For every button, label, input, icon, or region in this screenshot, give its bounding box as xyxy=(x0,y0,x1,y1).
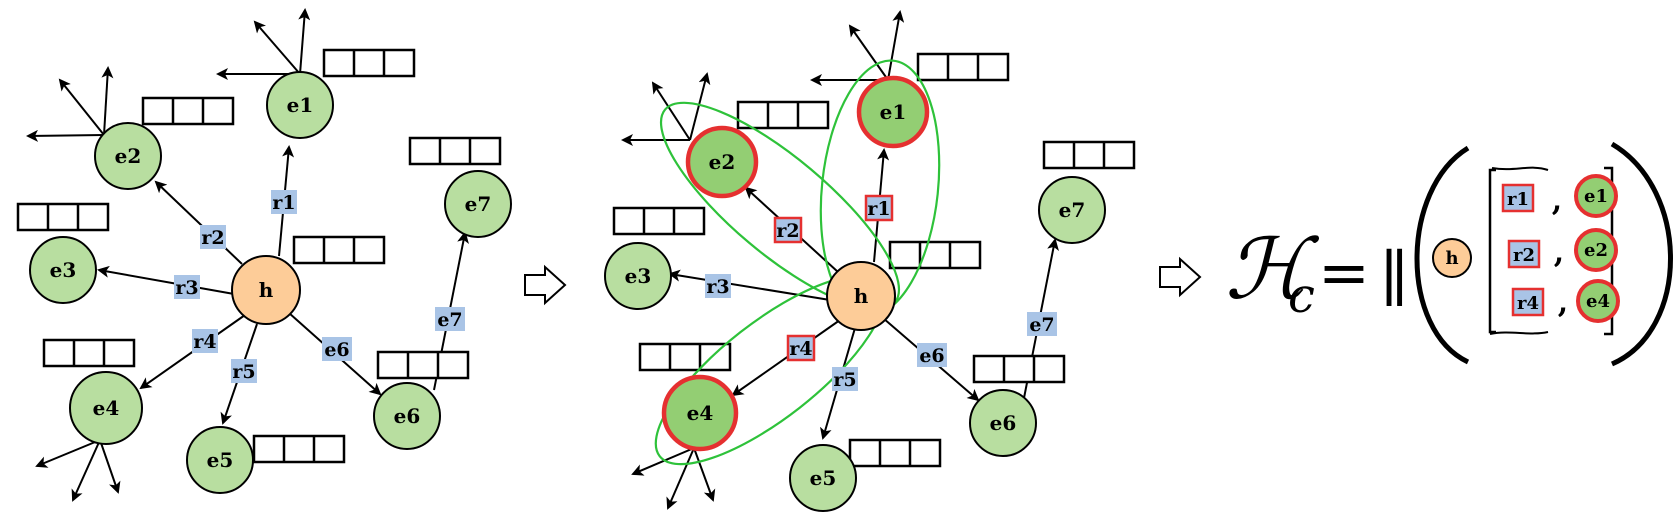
svg-text:r4: r4 xyxy=(789,338,812,360)
entity-node-e6 xyxy=(969,389,1037,457)
entity-node-e1-selected xyxy=(856,75,930,149)
svg-text:r5: r5 xyxy=(232,361,255,383)
relation-label-r2-selected: r2 xyxy=(773,216,803,244)
formula-subscript: c xyxy=(1288,268,1315,324)
relation-label-r4-selected: r4 xyxy=(786,334,816,362)
svg-text:r2: r2 xyxy=(201,227,224,249)
svg-text:r1: r1 xyxy=(272,192,295,214)
tuple-row-2: r2 , e2 xyxy=(1507,228,1618,272)
svg-text:e6: e6 xyxy=(324,339,349,361)
entity-label-e5: e5 xyxy=(810,466,837,490)
entity-label-e5: e5 xyxy=(207,448,234,472)
entity-node-e1 xyxy=(266,71,334,139)
entity-node-e7 xyxy=(1038,176,1106,244)
relation-label-r1: r1 xyxy=(271,190,297,214)
entity-label-e2: e2 xyxy=(115,144,142,168)
head-node-h xyxy=(231,255,301,325)
entity-node-e4-selected xyxy=(661,374,739,452)
head-label-h: h xyxy=(259,278,274,302)
relation-label-r5: r5 xyxy=(832,367,858,391)
entity-label-e6: e6 xyxy=(990,411,1017,435)
entity-label-e1: e1 xyxy=(880,100,907,124)
svg-text:e4: e4 xyxy=(1586,291,1610,312)
left-paren xyxy=(1414,145,1470,365)
entity-node-e2 xyxy=(94,122,162,190)
entity-node-e3 xyxy=(29,236,97,304)
svg-text:r4: r4 xyxy=(1517,293,1539,314)
svg-text:r2: r2 xyxy=(776,220,799,242)
entity-label-e3: e3 xyxy=(50,258,77,282)
relation-label-r4: r4 xyxy=(192,329,218,353)
relation-label-r1-selected: r1 xyxy=(864,194,894,222)
entity-label-e2: e2 xyxy=(709,150,736,174)
svg-text:,: , xyxy=(1554,235,1564,270)
right-paren xyxy=(1610,141,1673,367)
svg-text:e7: e7 xyxy=(1029,314,1054,336)
svg-text:,: , xyxy=(1552,183,1562,218)
entity-label-e7: e7 xyxy=(465,192,492,216)
svg-text:r1: r1 xyxy=(1507,189,1529,210)
relation-label-r2: r2 xyxy=(200,225,226,249)
relation-label-e6: e6 xyxy=(917,343,947,367)
entity-node-e7 xyxy=(444,170,512,238)
entity-label-e3: e3 xyxy=(625,264,652,288)
panel-original-graph: r1 r2 r3 r4 r5 e6 e7 xyxy=(16,8,512,502)
head-label-h: h xyxy=(854,284,869,308)
entity-node-e5 xyxy=(789,444,857,512)
entity-node-e4 xyxy=(69,371,143,445)
formula-symbol: ℋ xyxy=(1225,220,1320,318)
panel-selected-graph: r1 r2 r3 r4 r5 e6 e7 xyxy=(604,10,1136,512)
relation-label-e7: e7 xyxy=(1027,312,1057,336)
formula-concat: ∥ xyxy=(1380,242,1409,315)
set-left-bracket xyxy=(1488,168,1496,334)
entity-node-e6 xyxy=(373,382,441,450)
entity-label-e7: e7 xyxy=(1059,198,1086,222)
entity-node-e5 xyxy=(186,426,254,494)
svg-text:r4: r4 xyxy=(193,331,216,353)
svg-text:r3: r3 xyxy=(706,276,729,298)
entity-label-e1: e1 xyxy=(287,93,314,117)
entity-label-e6: e6 xyxy=(394,404,421,428)
relation-label-r3: r3 xyxy=(705,274,731,298)
svg-text:e2: e2 xyxy=(1584,240,1608,261)
tuple-row-1: r1 , e1 xyxy=(1501,174,1618,218)
svg-text:,: , xyxy=(1558,285,1568,320)
head-node-h xyxy=(826,261,896,331)
relation-label-e6: e6 xyxy=(322,337,352,361)
svg-text:r2: r2 xyxy=(1513,245,1535,266)
relation-label-r3: r3 xyxy=(174,275,200,299)
entity-label-e4: e4 xyxy=(687,401,714,425)
svg-text:r5: r5 xyxy=(833,369,856,391)
svg-text:e6: e6 xyxy=(919,345,944,367)
relation-label-r5: r5 xyxy=(231,359,257,383)
relation-label-e7: e7 xyxy=(435,307,465,331)
svg-text:e1: e1 xyxy=(1584,186,1608,207)
formula-head-node-h xyxy=(1432,238,1472,278)
tuple-row-3: r4 , e4 xyxy=(1511,279,1620,323)
entity-node-e3 xyxy=(604,242,672,310)
panel-formula: ℋ c = ∥ h r1 , e1 r2 , e2 xyxy=(1225,141,1673,367)
formula-equals: = xyxy=(1318,236,1370,309)
svg-text:r3: r3 xyxy=(175,277,198,299)
formula-head-label-h: h xyxy=(1445,248,1458,269)
svg-text:r1: r1 xyxy=(867,198,890,220)
transition-arrow-1 xyxy=(524,264,567,306)
svg-text:e7: e7 xyxy=(437,309,462,331)
entity-label-e4: e4 xyxy=(93,396,120,420)
transition-arrow-2 xyxy=(1159,256,1202,298)
entity-node-e2-selected xyxy=(685,125,759,199)
